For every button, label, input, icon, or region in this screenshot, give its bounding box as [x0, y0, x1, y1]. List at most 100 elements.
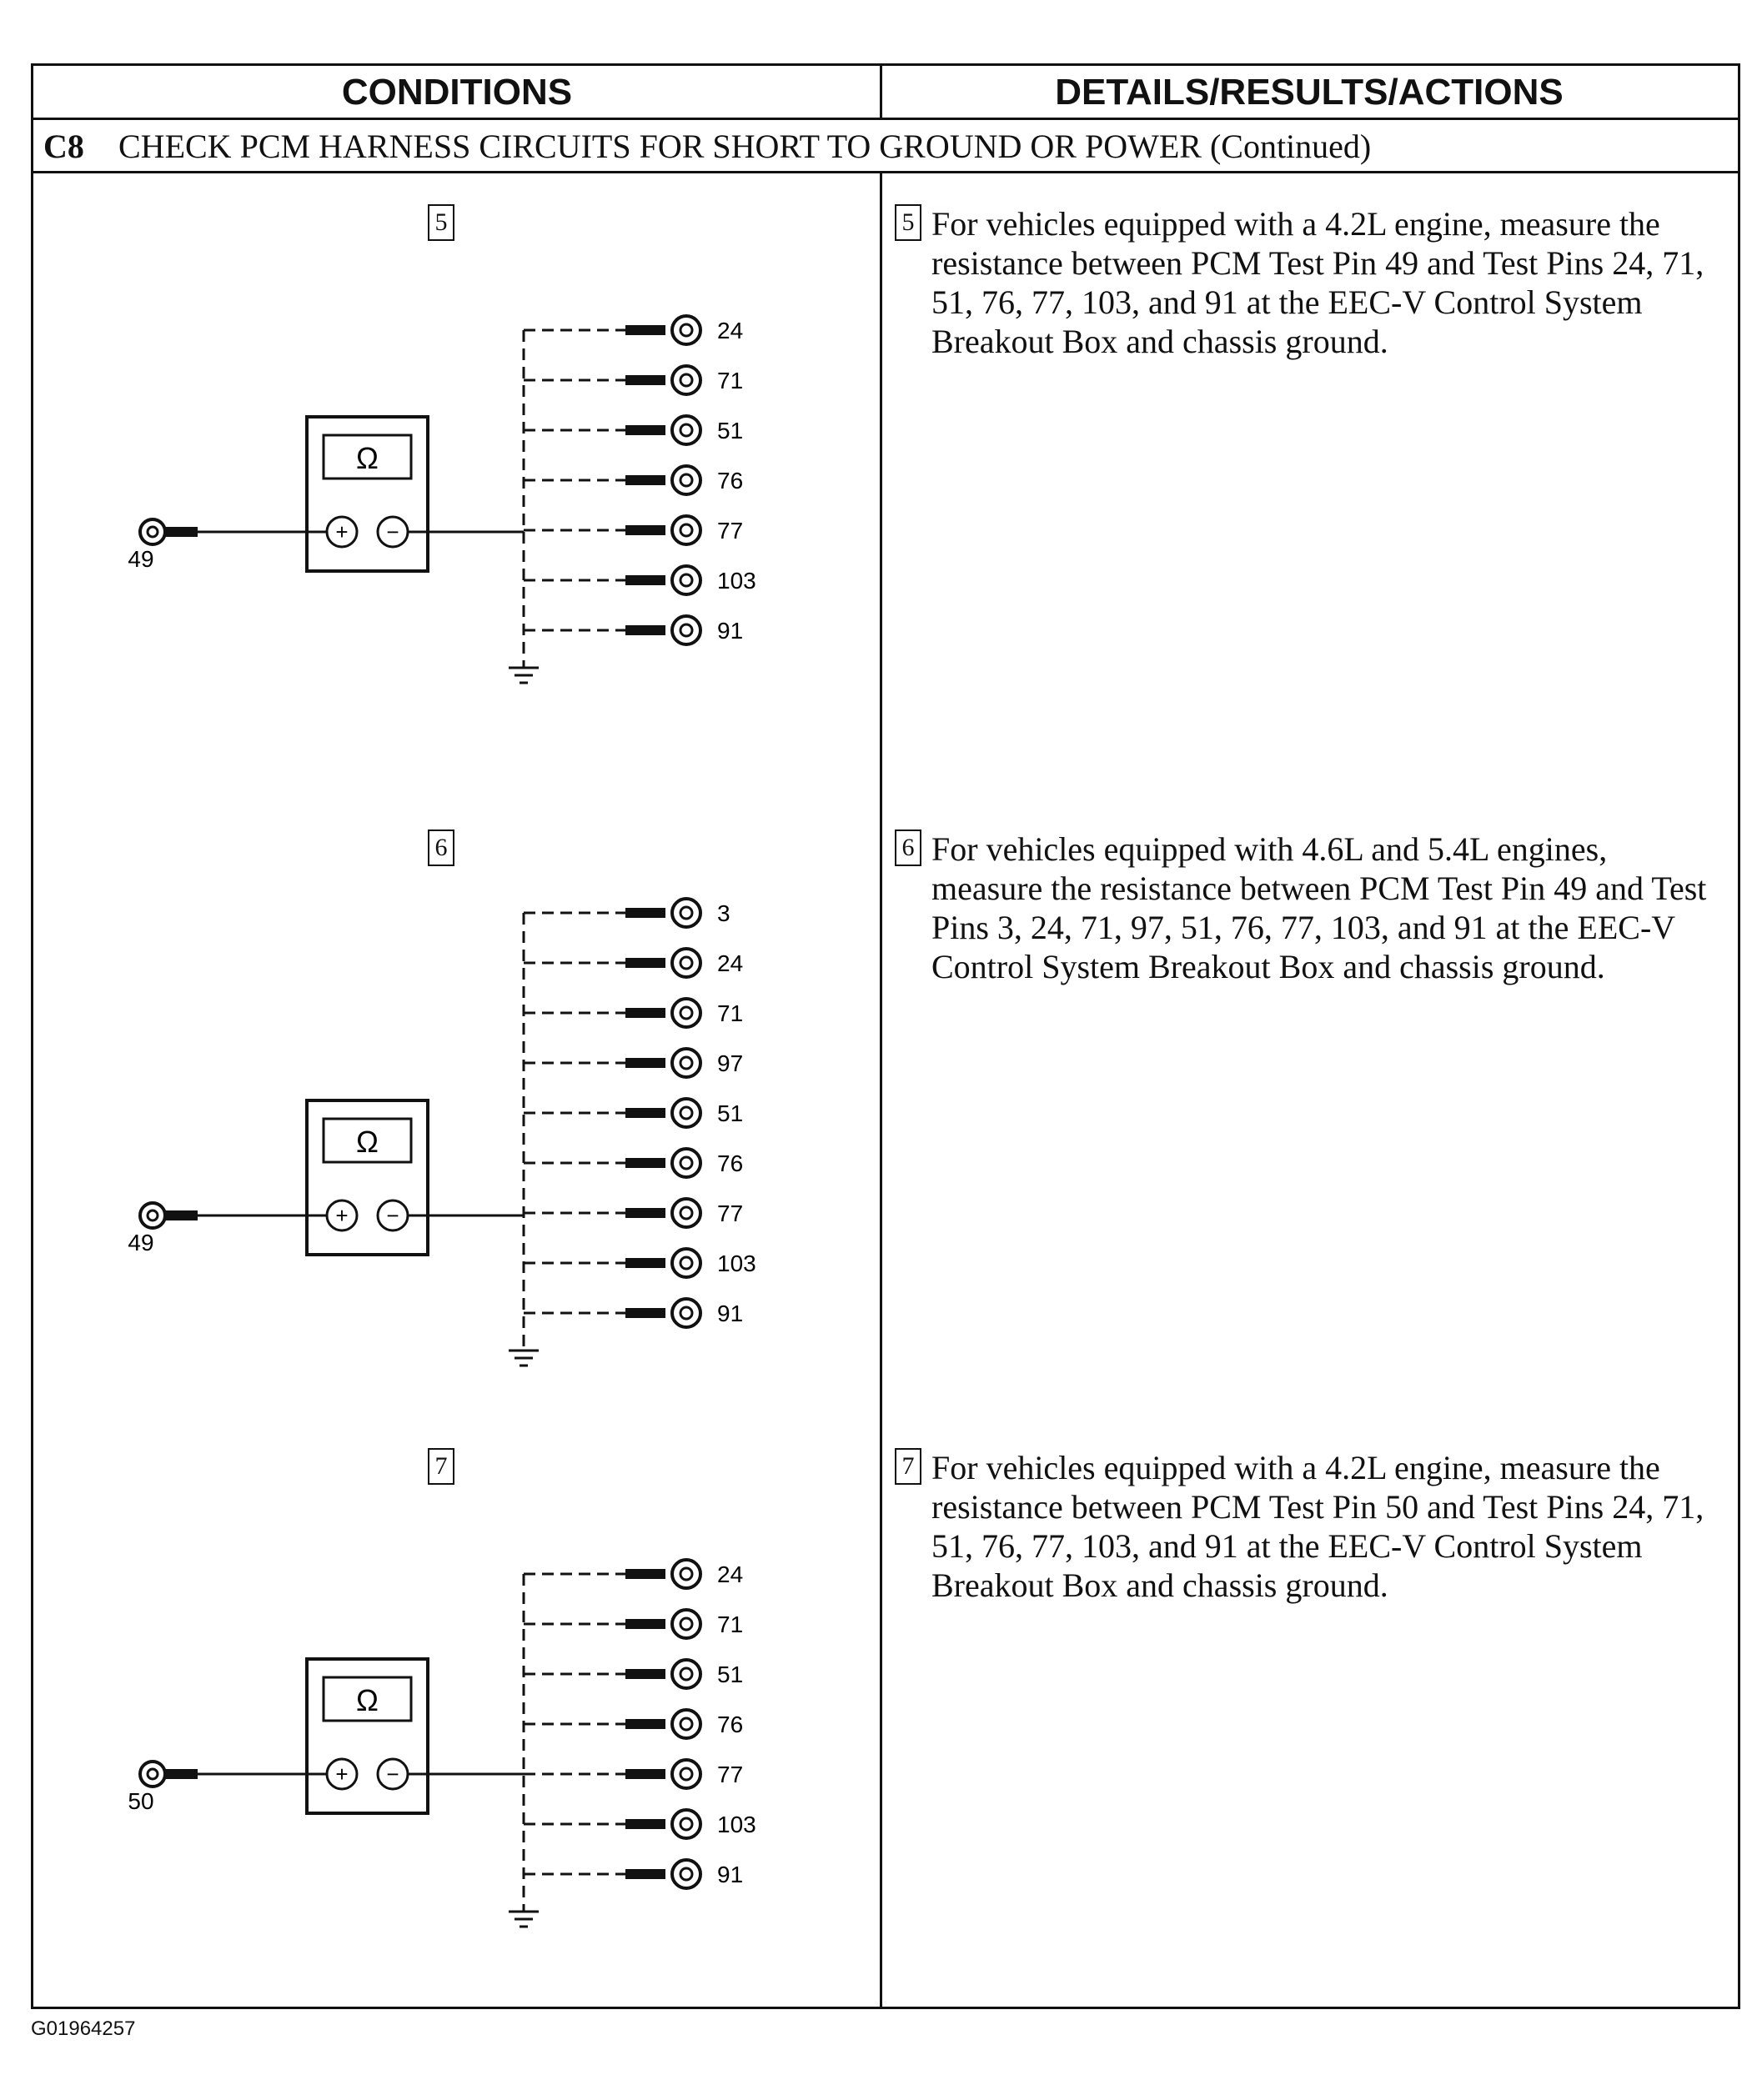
pin-probe-icon — [625, 958, 665, 968]
test-pin-label: 77 — [717, 1762, 743, 1787]
test-pin-label: 76 — [717, 1712, 743, 1737]
section-code: C8 — [43, 127, 84, 165]
pin-probe-icon — [625, 575, 665, 585]
positive-sign: + — [335, 519, 348, 544]
test-pin-inner-icon — [679, 1666, 694, 1682]
source-pin-label: 49 — [128, 546, 153, 572]
pin-probe-icon — [625, 908, 665, 918]
source-probe-icon — [166, 1210, 198, 1220]
test-pin-label: 71 — [717, 1611, 743, 1637]
source-pin-inner-icon — [146, 525, 159, 539]
pin-probe-icon — [625, 1619, 665, 1629]
test-pin-inner-icon — [679, 623, 694, 638]
step-5-condition-number: 5 — [428, 204, 454, 241]
positive-sign: + — [335, 1762, 348, 1787]
pin-probe-icon — [625, 1869, 665, 1879]
conditions-header: CONDITIONS — [341, 72, 573, 113]
ohm-symbol: Ω — [356, 1125, 379, 1159]
test-pin-label: 91 — [717, 1301, 743, 1326]
test-pin-label: 77 — [717, 1200, 743, 1226]
test-pin-label: 3 — [717, 900, 730, 926]
test-pin-inner-icon — [679, 1867, 694, 1882]
test-pin-inner-icon — [679, 1306, 694, 1321]
pin-probe-icon — [625, 325, 665, 335]
test-pin-label: 71 — [717, 368, 743, 393]
test-pin-label: 91 — [717, 1862, 743, 1887]
figure-id: G01964257 — [31, 2017, 136, 2040]
test-pin-inner-icon — [679, 1817, 694, 1832]
test-pin-label: 24 — [717, 950, 743, 976]
test-pin-label: 91 — [717, 618, 743, 644]
ohmmeter-display — [322, 1117, 413, 1164]
pin-probe-icon — [625, 1569, 665, 1579]
step-7-detail-number: 7 — [895, 1448, 921, 1485]
test-pin-inner-icon — [679, 323, 694, 338]
test-pin-inner-icon — [679, 955, 694, 970]
test-pin-label: 24 — [717, 1561, 743, 1587]
test-pin-inner-icon — [679, 1055, 694, 1070]
pin-probe-icon — [625, 475, 665, 485]
ohm-symbol: Ω — [356, 1683, 379, 1717]
source-probe-icon — [166, 1769, 198, 1779]
pin-probe-icon — [625, 1719, 665, 1729]
test-pin-label: 71 — [717, 1000, 743, 1026]
test-pin-inner-icon — [679, 1205, 694, 1220]
test-pin-label: 51 — [717, 1100, 743, 1126]
test-pin-label: 103 — [717, 1250, 756, 1276]
details-header: DETAILS/RESULTS/ACTIONS — [1055, 72, 1564, 113]
test-pin-inner-icon — [679, 1717, 694, 1732]
step-5-text: For vehicles equipped with a 4.2L engine… — [931, 205, 1704, 360]
test-pin-inner-icon — [679, 1566, 694, 1581]
test-pin-inner-icon — [679, 1255, 694, 1271]
test-pin-label: 76 — [717, 1150, 743, 1176]
pin-probe-icon — [625, 525, 665, 535]
test-pin-inner-icon — [679, 373, 694, 388]
ohmmeter-display — [322, 434, 413, 480]
step-5-detail-number: 5 — [895, 204, 921, 241]
pin-probe-icon — [625, 1008, 665, 1018]
test-pin-label: 76 — [717, 468, 743, 494]
pin-probe-icon — [625, 625, 665, 635]
test-pin-inner-icon — [679, 1105, 694, 1120]
source-pin-label: 49 — [128, 1230, 153, 1255]
pin-probe-icon — [625, 1058, 665, 1068]
test-pin-inner-icon — [679, 905, 694, 920]
negative-sign: − — [386, 1762, 399, 1787]
ohm-symbol: Ω — [356, 441, 379, 475]
test-pin-label: 97 — [717, 1050, 743, 1076]
test-pin-inner-icon — [679, 1155, 694, 1170]
pin-probe-icon — [625, 1108, 665, 1118]
source-pin-inner-icon — [146, 1209, 159, 1222]
test-pin-label: 103 — [717, 568, 756, 594]
column-divider — [880, 173, 882, 2007]
ohmmeter-display — [322, 1676, 413, 1722]
pin-probe-icon — [625, 1208, 665, 1218]
test-pin-label: 77 — [717, 518, 743, 544]
pin-probe-icon — [625, 1158, 665, 1168]
step-6-text: For vehicles equipped with 4.6L and 5.4L… — [931, 830, 1707, 985]
test-pin-inner-icon — [679, 423, 694, 438]
section-title: CHECK PCM HARNESS CIRCUITS FOR SHORT TO … — [118, 127, 1372, 165]
test-pin-inner-icon — [679, 1767, 694, 1782]
step-7-text: For vehicles equipped with a 4.2L engine… — [931, 1449, 1704, 1604]
test-pin-inner-icon — [679, 523, 694, 538]
pin-probe-icon — [625, 1308, 665, 1318]
pin-probe-icon — [625, 1258, 665, 1268]
test-pin-inner-icon — [679, 1005, 694, 1020]
test-pin-label: 103 — [717, 1812, 756, 1837]
test-pin-inner-icon — [679, 573, 694, 588]
header-divider — [33, 118, 1738, 120]
step-6-detail-number: 6 — [895, 829, 921, 866]
step-7-condition-number: 7 — [428, 1448, 454, 1485]
step-6-condition-number: 6 — [428, 829, 454, 866]
pin-probe-icon — [625, 1819, 665, 1829]
pin-probe-icon — [625, 375, 665, 385]
positive-sign: + — [335, 1203, 348, 1228]
source-pin-inner-icon — [146, 1767, 159, 1781]
negative-sign: − — [386, 1203, 399, 1228]
section-row: C8 CHECK PCM HARNESS CIRCUITS FOR SHORT … — [33, 119, 1738, 173]
test-pin-label: 51 — [717, 1661, 743, 1687]
